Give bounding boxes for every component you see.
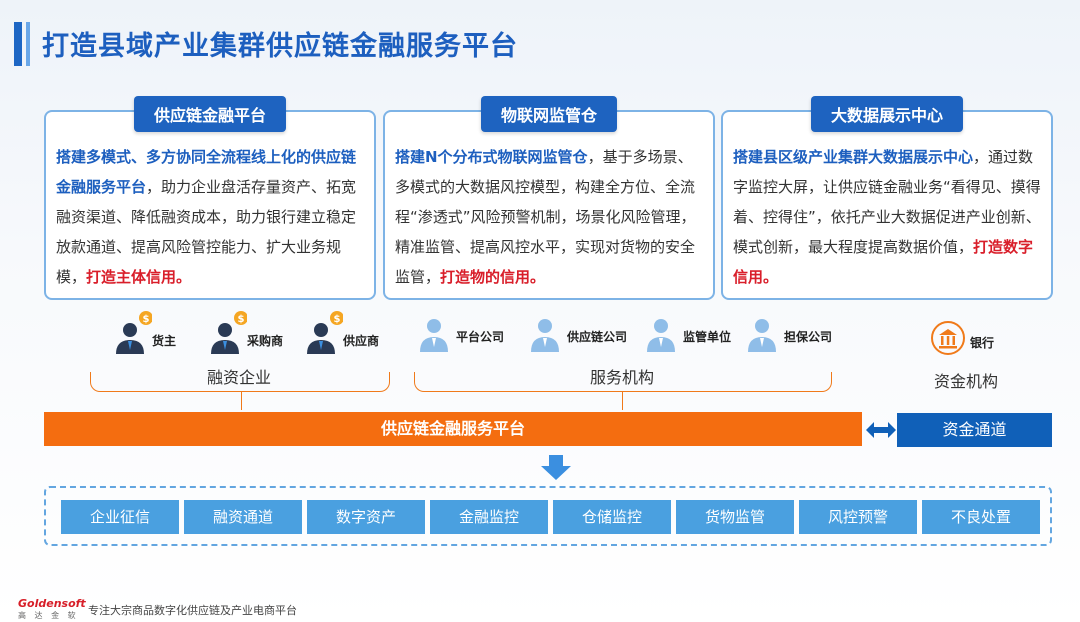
participant-label: 银行	[970, 336, 995, 350]
double-arrow-icon	[866, 422, 896, 438]
financing-bracket	[90, 372, 390, 392]
card-big-data-center: 大数据展示中心 搭建县区级产业集群大数据展示中心，通过数字监控大屏，让供应链金融…	[721, 96, 1053, 300]
participant-label: 供应商	[343, 334, 380, 348]
card-conclusion: 打造主体信用。	[86, 268, 192, 286]
participant-label: 货主	[152, 334, 177, 348]
card-text: ，助力企业盘活存量资产、拓宽融资渠道、降低融资成本，助力银行建立稳定放款通道、提…	[56, 178, 357, 286]
page-title: 打造县域产业集群供应链金融服务平台	[42, 31, 518, 62]
participant-label: 采购商	[247, 334, 284, 348]
module-warehouse-monitoring: 仓储监控	[553, 500, 671, 534]
person-icon	[748, 319, 776, 352]
service-bracket-connector	[622, 392, 623, 410]
module-npl-disposal: 不良处置	[922, 500, 1040, 534]
card-body: 搭建县区级产业集群大数据展示中心，通过数字监控大屏，让供应链金融业务“看得见、摸…	[733, 142, 1041, 292]
financing-bracket-connector	[241, 392, 242, 410]
capital-channel-bar: 资金通道	[897, 413, 1052, 447]
title-accent-bar	[14, 22, 30, 66]
card-head: 物联网监管仓	[480, 96, 618, 132]
card-conclusion: 打造数字信用。	[733, 238, 1034, 286]
card-head: 大数据展示中心	[810, 96, 964, 132]
module-goods-supervision: 货物监管	[676, 500, 794, 534]
person-icon	[647, 319, 675, 352]
investor-person-icon: $	[211, 311, 247, 354]
svg-text:$: $	[143, 314, 150, 325]
card-text: ，基于多场景、多模式的大数据风控模型，构建全方位、全流程“渗透式”风险预警机制，…	[395, 148, 696, 286]
module-risk-warning: 风控预警	[799, 500, 917, 534]
group-label-financing: 融资企业	[207, 368, 272, 387]
card-highlight: 搭建N个分布式物联网监管仓	[395, 148, 588, 166]
person-icon	[420, 319, 448, 352]
card-highlight: 搭建县区级产业集群大数据展示中心	[733, 148, 974, 166]
participant-label: 供应链公司	[567, 330, 628, 344]
module-finance-monitoring: 金融监控	[430, 500, 548, 534]
card-supply-chain-finance: 供应链金融平台 搭建多模式、多方协同全流程线上化的供应链金融服务平台，助力企业盘…	[44, 96, 376, 300]
group-label-capital: 资金机构	[934, 372, 999, 391]
down-arrow-icon	[541, 455, 571, 480]
participant-label: 监管单位	[683, 330, 732, 344]
brand-subtitle: 高 达 金 软	[18, 611, 79, 620]
investor-person-icon: $	[116, 311, 152, 354]
group-label-service: 服务机构	[590, 368, 655, 387]
card-highlight: 搭建多模式、多方协同全流程线上化的供应链金融服务平台	[56, 148, 357, 196]
card-conclusion: 打造物的信用。	[440, 268, 546, 286]
card-head: 供应链金融平台	[133, 96, 287, 132]
participant-label: 担保公司	[784, 330, 833, 344]
svg-text:$: $	[238, 314, 245, 325]
person-icon	[531, 319, 559, 352]
module-financing-channel: 融资通道	[184, 500, 302, 534]
module-digital-assets: 数字资产	[307, 500, 425, 534]
participant-label: 平台公司	[456, 330, 505, 344]
investor-person-icon: $	[307, 311, 343, 354]
svg-text:$: $	[334, 314, 341, 325]
brand-name: Goldensoft	[18, 597, 86, 610]
card-iot-warehouse: 物联网监管仓 搭建N个分布式物联网监管仓，基于多场景、多模式的大数据风控模型，构…	[383, 96, 715, 300]
function-modules: 企业征信 融资通道 数字资产 金融监控 仓储监控 货物监管 风控预警 不良处置	[44, 486, 1052, 546]
brand-logo: Goldensoft 高 达 金 软	[18, 597, 86, 621]
platform-bar: 供应链金融服务平台	[44, 412, 862, 446]
module-enterprise-credit: 企业征信	[61, 500, 179, 534]
footer-slogan: 专注大宗商品数字化供应链及产业电商平台	[88, 604, 297, 617]
card-body: 搭建N个分布式物联网监管仓，基于多场景、多模式的大数据风控模型，构建全方位、全流…	[395, 142, 703, 292]
card-body: 搭建多模式、多方协同全流程线上化的供应链金融服务平台，助力企业盘活存量资产、拓宽…	[56, 142, 364, 292]
service-bracket	[414, 372, 832, 392]
card-text: ，通过数字监控大屏，让供应链金融业务“看得见、摸得着、控得住”，依托产业大数据促…	[733, 148, 1041, 256]
bank-icon	[931, 321, 965, 355]
